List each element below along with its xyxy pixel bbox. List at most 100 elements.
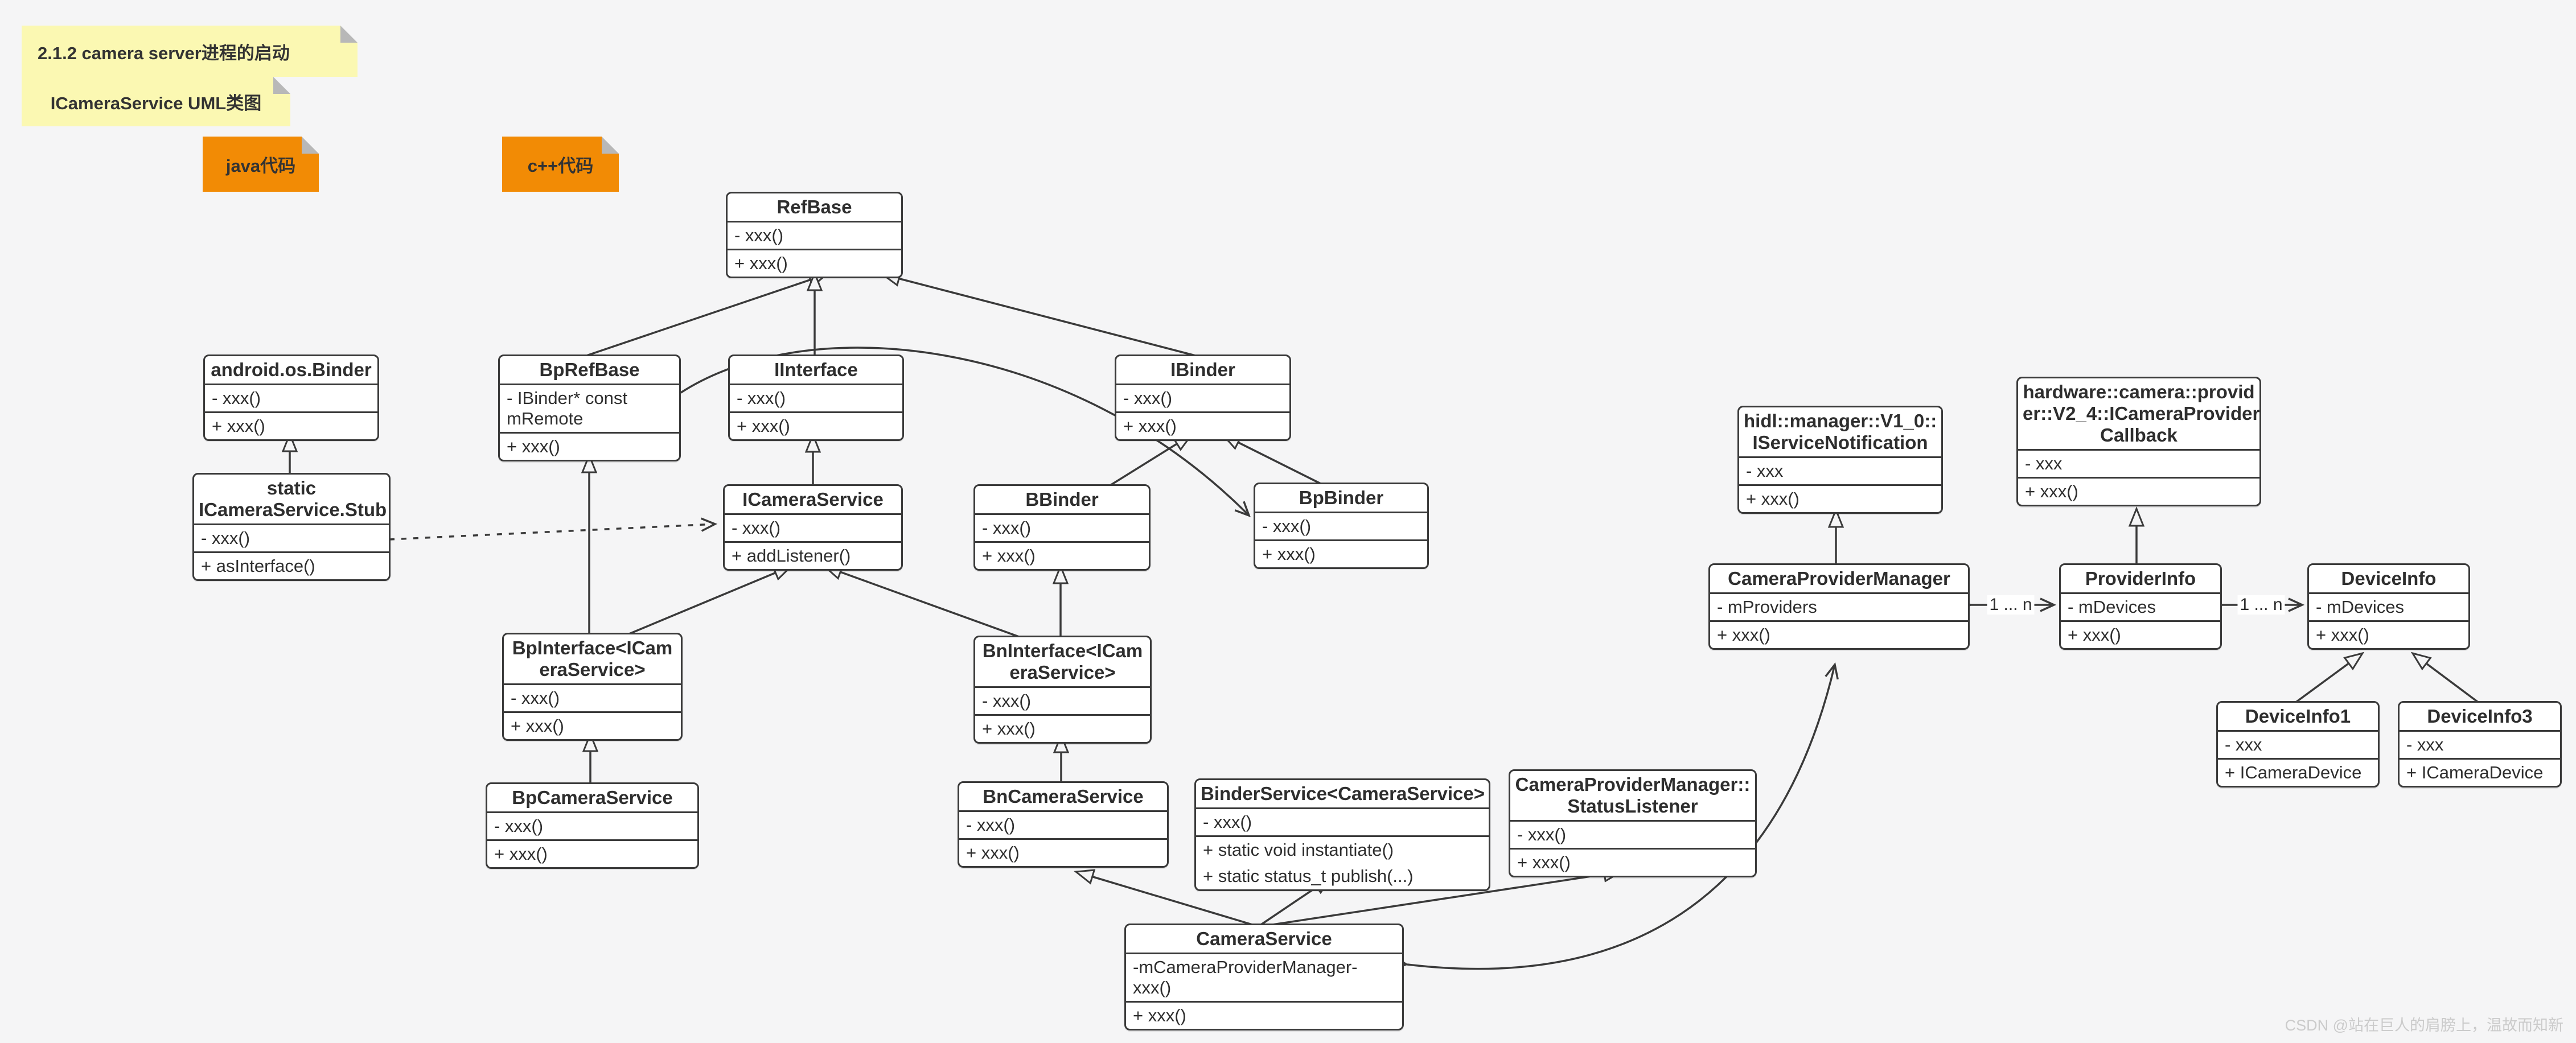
subtitle-note: ICameraService UML类图 xyxy=(22,77,290,126)
member-row: - mDevices xyxy=(2316,597,2405,617)
member-row: -mCameraProviderManager-xxx() xyxy=(1133,957,1358,997)
folded-corner-icon xyxy=(340,26,358,43)
class-bpinterface: BpInterface<ICam eraService> - xxx() + x… xyxy=(502,633,683,741)
member-row: + ICameraDevice xyxy=(2225,762,2362,782)
edge-bninterface-icameraservice xyxy=(822,564,1020,638)
class-iinterface: IInterface - xxx() + xxx() xyxy=(728,354,904,441)
member-row: + static void instantiate() xyxy=(1203,840,1394,860)
class-icameraprovidercallback: hardware::camera::provid er::V2_4::ICame… xyxy=(2016,377,2261,506)
edge-bprefbase-refbase xyxy=(586,272,829,357)
class-methods: + xxx() xyxy=(2309,620,2468,648)
member-row: - xxx xyxy=(2225,735,2262,755)
class-attributes: - xxx() xyxy=(725,513,901,541)
cpp-note-text: c++代码 xyxy=(527,156,594,176)
mult-providers: 1 ... n xyxy=(1987,595,2035,615)
member-row: - IBinder* const mRemote xyxy=(507,388,627,428)
class-attributes: - xxx() xyxy=(1510,820,1755,848)
class-attributes: - mDevices xyxy=(2309,592,2468,620)
member-row: + xxx() xyxy=(1517,852,1571,872)
member-row: + xxx() xyxy=(2025,481,2078,501)
class-title: DeviceInfo1 xyxy=(2245,706,2351,727)
member-row: + xxx() xyxy=(494,844,548,864)
member-row: - xxx() xyxy=(734,225,784,245)
class-deviceinfo1: DeviceInfo1 - xxx + ICameraDevice xyxy=(2216,701,2380,788)
class-methods: + ICameraDevice xyxy=(2400,758,2560,786)
class-title: static ICameraService.Stub xyxy=(199,477,387,520)
class-attributes: - xxx() xyxy=(1116,384,1289,411)
member-row: + xxx() xyxy=(982,546,1036,566)
member-row: + addListener() xyxy=(732,546,851,566)
class-attributes: - xxx() xyxy=(205,384,377,411)
class-title: android.os.Binder xyxy=(211,359,372,380)
member-row: + xxx() xyxy=(1746,489,1799,509)
member-row: + xxx() xyxy=(507,436,560,456)
class-methods: + xxx() xyxy=(959,838,1167,866)
class-methods: + xxx() xyxy=(1116,411,1289,439)
class-bprefbase: BpRefBase - IBinder* const mRemote + xxx… xyxy=(498,354,681,461)
class-bninterface: BnInterface<ICam eraService> - xxx() + x… xyxy=(973,636,1152,744)
member-row: + xxx() xyxy=(1717,625,1770,645)
member-row: - xxx() xyxy=(982,691,1032,711)
class-title: BpRefBase xyxy=(539,359,640,380)
class-title: hardware::camera::provid er::V2_4::ICame… xyxy=(2023,381,2260,446)
java-note: java代码 xyxy=(203,137,319,192)
member-row: + static status_t publish(...) xyxy=(1203,866,1414,886)
class-methods: + xxx() xyxy=(728,249,901,277)
class-methods: + static void instantiate() + static stat… xyxy=(1196,835,1489,889)
class-attributes: - xxx() xyxy=(487,811,697,839)
class-methods: + xxx() xyxy=(1126,1001,1402,1029)
member-row: - xxx xyxy=(2025,454,2063,473)
class-attributes: - IBinder* const mRemote xyxy=(500,384,679,432)
class-methods: + xxx() xyxy=(2061,620,2220,648)
class-title: BinderService<CameraService> xyxy=(1201,783,1485,804)
edge-bpinterface-icameraservice xyxy=(628,565,794,635)
class-attributes: - xxx() xyxy=(959,810,1167,838)
class-title: RefBase xyxy=(777,196,852,217)
class-title: ProviderInfo xyxy=(2085,568,2196,589)
class-attributes: - xxx xyxy=(2218,730,2378,758)
class-android-os-binder: android.os.Binder - xxx() + xxx() xyxy=(203,354,379,441)
class-title: ICameraService xyxy=(742,489,884,510)
member-row: + ICameraDevice xyxy=(2406,762,2544,782)
class-title: BpCameraService xyxy=(512,787,673,808)
class-methods: + xxx() xyxy=(1710,620,1968,648)
class-methods: + xxx() xyxy=(975,541,1149,569)
class-methods: + xxx() xyxy=(1510,848,1755,876)
class-providerinfo: ProviderInfo - mDevices + xxx() xyxy=(2059,563,2222,650)
edge-deviceinfo3-deviceinfo xyxy=(2410,652,2479,703)
member-row: + xxx() xyxy=(1262,544,1316,564)
class-bpbinder: BpBinder - xxx() + xxx() xyxy=(1254,483,1429,569)
member-row: + xxx() xyxy=(2316,625,2369,645)
class-bncameraservice: BnCameraService - xxx() + xxx() xyxy=(958,781,1169,868)
class-methods: + xxx() xyxy=(205,411,377,439)
class-methods: + xxx() xyxy=(2018,477,2259,505)
class-bpcameraservice: BpCameraService - xxx() + xxx() xyxy=(486,782,699,869)
member-row: - xxx() xyxy=(201,528,250,548)
cpp-note: c++代码 xyxy=(502,137,619,192)
member-row: - xxx() xyxy=(212,388,261,408)
member-row: - mDevices xyxy=(2068,597,2156,617)
member-row: + xxx() xyxy=(982,719,1036,739)
subtitle-note-text: ICameraService UML类图 xyxy=(50,93,262,113)
class-title: DeviceInfo3 xyxy=(2427,706,2533,727)
class-attributes: - xxx xyxy=(2400,730,2560,758)
member-row: + xxx() xyxy=(2068,625,2121,645)
folded-corner-icon xyxy=(302,137,319,154)
class-attributes: - mDevices xyxy=(2061,592,2220,620)
member-row: + xxx() xyxy=(1123,416,1177,436)
member-row: - xxx() xyxy=(982,518,1032,538)
java-note-text: java代码 xyxy=(225,156,296,176)
class-icameraservice-stub: static ICameraService.Stub - xxx() + asI… xyxy=(192,473,391,581)
member-row: + xxx() xyxy=(511,716,564,736)
class-methods: + xxx() xyxy=(1739,484,1941,512)
class-attributes: - xxx xyxy=(1739,456,1941,484)
class-title: BnCameraService xyxy=(983,786,1144,807)
class-title: BpInterface<ICam eraService> xyxy=(512,637,673,680)
class-methods: + xxx() xyxy=(975,714,1150,742)
class-deviceinfo: DeviceInfo - mDevices + xxx() xyxy=(2307,563,2470,650)
member-row: + xxx() xyxy=(737,416,790,436)
class-attributes: - mProviders xyxy=(1710,592,1968,620)
class-methods: + xxx() xyxy=(504,711,681,739)
class-attributes: - xxx() xyxy=(730,384,902,411)
class-attributes: - xxx xyxy=(2018,449,2259,477)
